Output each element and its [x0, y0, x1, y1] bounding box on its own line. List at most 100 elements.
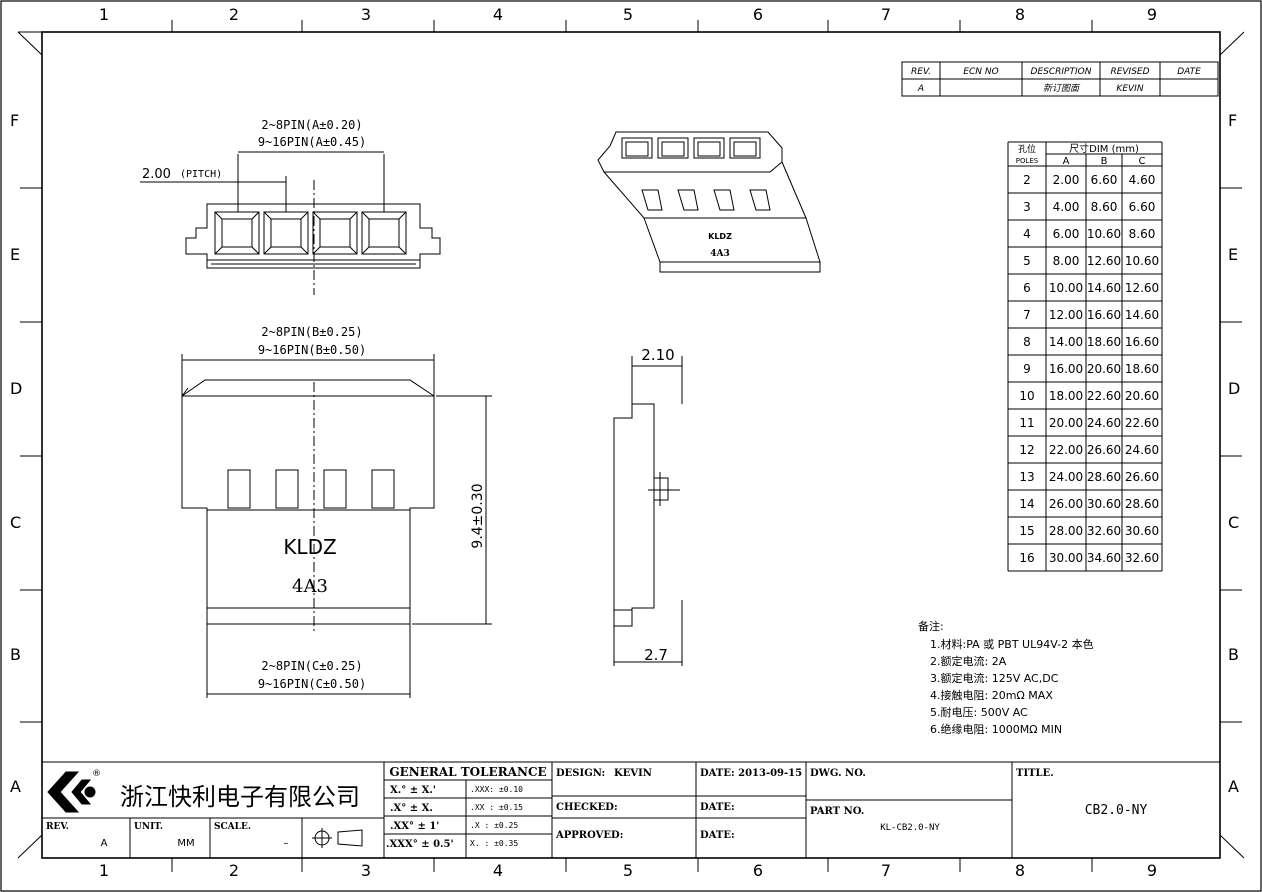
zone-row-label: A — [10, 777, 21, 796]
front-brand: KLDZ — [283, 535, 336, 559]
note-item: 3.额定电流: 125V AC,DC — [930, 671, 1059, 685]
company-name: 浙江快利电子有限公司 — [120, 783, 360, 811]
top-view-dims: 2~8PIN(A±0.20) 9~16PIN(A±0.45) 2.00 (PIT… — [142, 118, 366, 182]
dim-cell: 2.00 — [1053, 173, 1080, 187]
tolerance-right: X. : ±0.35 — [470, 839, 518, 848]
zone-col-label: 6 — [753, 5, 763, 24]
dim-b-label-line1: 2~8PIN(B±0.25) — [261, 325, 362, 339]
dim-cell: 14.60 — [1087, 281, 1121, 295]
dim-cell: 10.60 — [1087, 227, 1121, 241]
dim-cell: 14.00 — [1049, 335, 1083, 349]
dim-col-header: B — [1101, 156, 1108, 167]
tolerance-right: .X : ±0.25 — [470, 821, 518, 830]
dim-cell: 22.60 — [1125, 416, 1159, 430]
zone-col-label: 4 — [493, 5, 503, 24]
dim-cell: 22.60 — [1087, 389, 1121, 403]
zone-row-label: A — [1228, 777, 1239, 796]
zone-row-label: E — [10, 245, 20, 264]
iso-brand: KLDZ — [708, 232, 732, 241]
dim-cell: 34.60 — [1087, 551, 1121, 565]
zone-col-label: 7 — [881, 5, 891, 24]
scale-label: SCALE. — [214, 822, 251, 832]
dim-a-label-line1: 2~8PIN(A±0.20) — [261, 118, 362, 132]
poles-cell: 5 — [1023, 254, 1031, 268]
rev-value: A — [917, 84, 924, 94]
note-item: 5.耐电压: 500V AC — [930, 706, 1028, 719]
zone-col-label: 7 — [881, 861, 891, 880]
part-no-label: PART NO. — [810, 806, 864, 817]
zone-labels: 1 2 3 4 5 6 7 8 9 1 2 3 4 5 6 7 8 9 F E … — [10, 5, 1240, 880]
corner-marks — [17, 31, 1245, 859]
zone-col-label: 8 — [1015, 5, 1025, 24]
pitch-label: (PITCH) — [180, 169, 222, 180]
unit-label: UNIT. — [134, 822, 163, 832]
dim-cell: 10.00 — [1049, 281, 1083, 295]
note-item: 2.额定电流: 2A — [930, 654, 1007, 668]
dim-cell: 12.60 — [1125, 281, 1159, 295]
zone-col-label: 1 — [99, 5, 109, 24]
dim-cell: 12.60 — [1087, 254, 1121, 268]
title-block — [42, 761, 1220, 858]
dim-cell: 26.60 — [1087, 443, 1121, 457]
company-logo-icon — [47, 771, 80, 813]
dim-cell: 26.00 — [1049, 497, 1083, 511]
dim-cell: 8.00 — [1053, 254, 1080, 268]
registered-mark: ® — [92, 769, 101, 779]
side-top-width: 2.10 — [641, 346, 674, 364]
note-item: 1.材料:PA 或 PBT UL94V-2 本色 — [930, 637, 1094, 651]
dim-cell: 8.60 — [1091, 200, 1118, 214]
zone-col-label: 3 — [361, 5, 371, 24]
rev-label: REV. — [46, 822, 69, 832]
side-bottom-width: 2.7 — [644, 646, 668, 664]
rev-value: A — [101, 838, 108, 849]
dim-cell: 20.60 — [1125, 389, 1159, 403]
poles-cell: 16 — [1019, 551, 1034, 565]
dim-b-label-line2: 9~16PIN(B±0.50) — [258, 343, 366, 357]
dim-cell: 22.00 — [1049, 443, 1083, 457]
zone-row-label: B — [10, 645, 21, 664]
dim-cell: 30.60 — [1087, 497, 1121, 511]
zone-row-label: F — [10, 111, 19, 130]
zone-row-label: C — [10, 513, 21, 532]
side-view — [613, 356, 683, 666]
scale-value: – — [284, 838, 289, 849]
design-label: DESIGN: — [556, 768, 605, 779]
zone-col-label: 5 — [623, 5, 633, 24]
tolerance-right: .XX : ±0.15 — [470, 803, 523, 812]
dim-cell: 14.60 — [1125, 308, 1159, 322]
date-checked: DATE: — [700, 802, 735, 813]
zone-col-label: 2 — [229, 861, 239, 880]
dim-cell: 20.60 — [1087, 362, 1121, 376]
date-design: DATE: 2013-09-15 — [700, 768, 802, 779]
dim-col-header: A — [1063, 156, 1070, 167]
dim-cell: 24.60 — [1087, 416, 1121, 430]
poles-cell: 12 — [1019, 443, 1034, 457]
dim-cell: 4.00 — [1053, 200, 1080, 214]
zone-row-label: E — [1228, 245, 1238, 264]
zone-row-label: F — [1228, 111, 1237, 130]
zone-col-label: 9 — [1147, 861, 1157, 880]
checked-label: CHECKED: — [556, 802, 618, 813]
dim-height: 9.4±0.30 — [470, 483, 486, 548]
poles-cell: 2 — [1023, 173, 1031, 187]
dim-cell: 18.00 — [1049, 389, 1083, 403]
dim-cell: 20.00 — [1049, 416, 1083, 430]
dim-cell: 16.60 — [1087, 308, 1121, 322]
revision-block: REV. ECN NO DESCRIPTION REVISED DATE A 新… — [901, 61, 1219, 97]
revised-header: REVISED — [1110, 67, 1149, 77]
dim-cell: 12.00 — [1049, 308, 1083, 322]
dim-cell: 28.00 — [1049, 524, 1083, 538]
dim-col-header: C — [1139, 156, 1146, 167]
poles-header-cn: 孔位 — [1018, 143, 1036, 155]
dim-cell: 30.60 — [1125, 524, 1159, 538]
ecn-header: ECN NO — [963, 67, 998, 77]
dim-cell: 30.00 — [1049, 551, 1083, 565]
zone-row-label: C — [1228, 513, 1239, 532]
note-item: 4.接触电阻: 20mΩ MAX — [930, 688, 1053, 702]
tolerance-title: GENERAL TOLERANCE — [389, 765, 546, 779]
dim-a-label-line2: 9~16PIN(A±0.45) — [258, 135, 366, 149]
tolerance-right: .XXX: ±0.10 — [470, 785, 523, 794]
dim-cell: 18.60 — [1087, 335, 1121, 349]
dim-cell: 32.60 — [1125, 551, 1159, 565]
